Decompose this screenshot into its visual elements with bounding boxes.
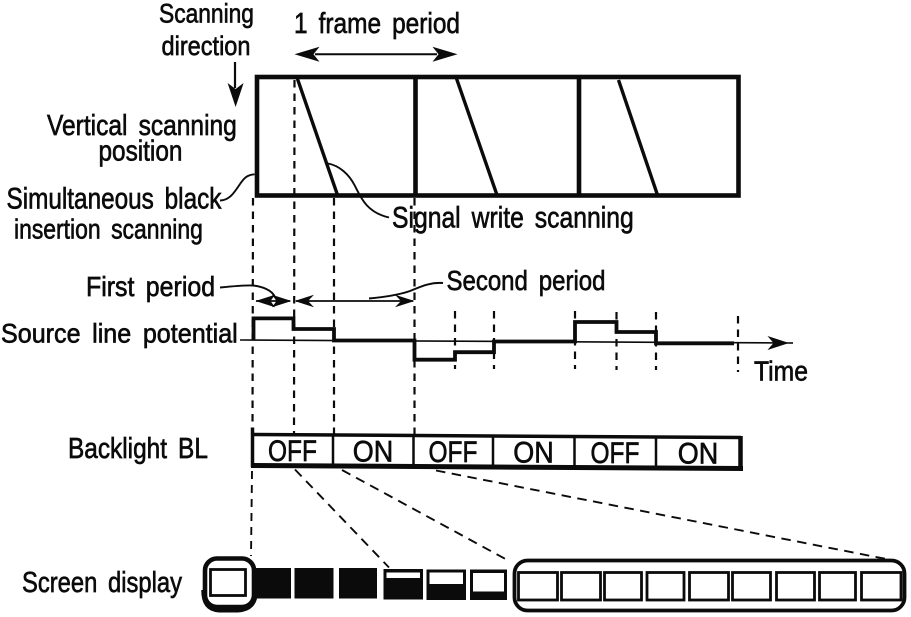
svg-text:1 frame period: 1 frame period	[294, 7, 460, 39]
svg-text:Scanning: Scanning	[159, 0, 254, 29]
svg-text:Time: Time	[754, 355, 808, 387]
svg-text:OFF: OFF	[429, 435, 478, 469]
svg-text:Simultaneous black: Simultaneous black	[7, 181, 222, 215]
svg-text:ON: ON	[678, 437, 718, 471]
svg-text:insertion scanning: insertion scanning	[14, 214, 203, 245]
svg-text:Source line potential: Source line potential	[1, 318, 238, 349]
svg-text:direction: direction	[162, 32, 251, 62]
svg-text:ON: ON	[513, 436, 553, 470]
svg-text:position: position	[99, 135, 183, 167]
svg-text:OFF: OFF	[268, 434, 317, 468]
svg-text:Second period: Second period	[447, 264, 606, 296]
svg-text:Signal write scanning: Signal write scanning	[392, 200, 634, 234]
svg-text:ON: ON	[353, 435, 393, 469]
svg-text:Vertical scanning: Vertical scanning	[47, 109, 237, 141]
svg-text:Backlight BL: Backlight BL	[68, 432, 208, 464]
svg-text:First period: First period	[86, 271, 215, 303]
svg-text:OFF: OFF	[591, 436, 640, 470]
svg-text:Screen display: Screen display	[22, 566, 183, 599]
